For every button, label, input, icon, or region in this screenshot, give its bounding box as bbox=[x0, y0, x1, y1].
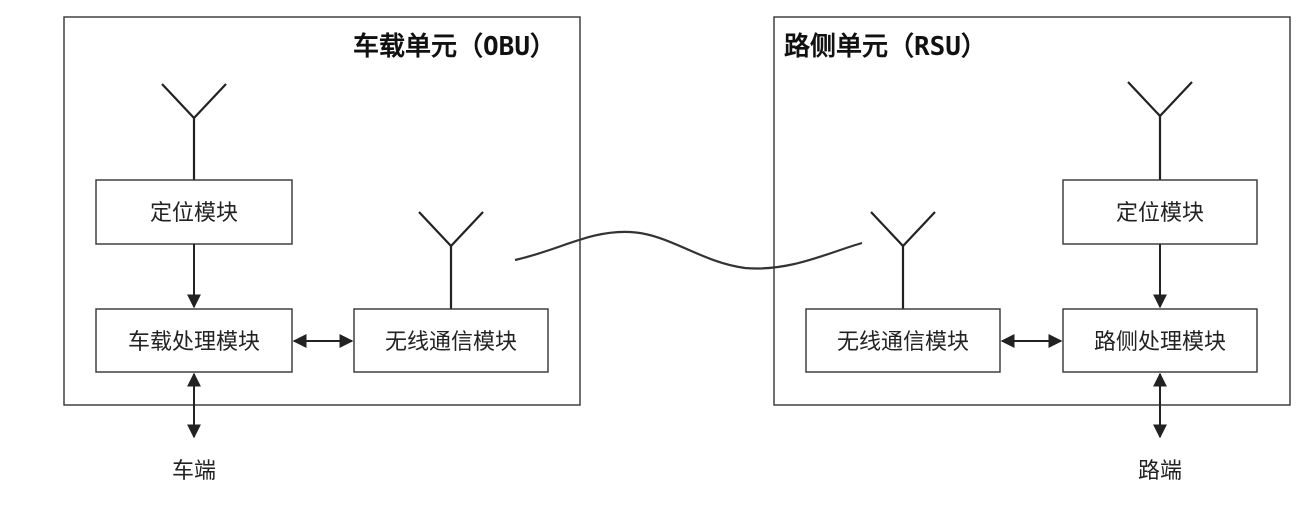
obu-end-label: 车端 bbox=[172, 459, 216, 484]
obu-wireless-module bbox=[353, 308, 549, 373]
obu-title: 车载单元（OBU） bbox=[353, 31, 556, 62]
rsu-wireless-antenna-icon bbox=[870, 211, 936, 309]
rsu-wireless-module bbox=[805, 308, 1001, 373]
rsu-end-label: 路端 bbox=[1138, 459, 1182, 484]
obu-processing-module bbox=[95, 308, 293, 373]
rsu-positioning-antenna-icon bbox=[1127, 81, 1193, 180]
wireless-link-wave bbox=[514, 230, 863, 270]
obu-positioning-module bbox=[95, 179, 293, 245]
obu-unit: 车载单元（OBU） 定位模块 车载处理模块 无线通信模块 车端 bbox=[63, 16, 581, 484]
obu-positioning-module-label: 定位模块 bbox=[150, 201, 238, 226]
rsu-positioning-module-label: 定位模块 bbox=[1116, 201, 1204, 226]
obu-frame bbox=[63, 16, 581, 406]
rsu-unit: 路侧单元（RSU） 定位模块 无线通信模块 路侧处理模块 路端 bbox=[773, 16, 1291, 484]
obu-positioning-antenna-icon bbox=[161, 83, 227, 180]
rsu-positioning-module bbox=[1062, 179, 1258, 245]
obu-wireless-module-label: 无线通信模块 bbox=[385, 330, 517, 355]
rsu-processing-module bbox=[1062, 308, 1258, 373]
rsu-processing-module-label: 路侧处理模块 bbox=[1094, 330, 1226, 355]
rsu-wireless-module-label: 无线通信模块 bbox=[837, 330, 969, 355]
obu-wireless-antenna-icon bbox=[418, 211, 484, 309]
rsu-title: 路侧单元（RSU） bbox=[784, 31, 987, 62]
rsu-frame bbox=[773, 16, 1291, 406]
obu-processing-module-label: 车载处理模块 bbox=[128, 330, 260, 355]
